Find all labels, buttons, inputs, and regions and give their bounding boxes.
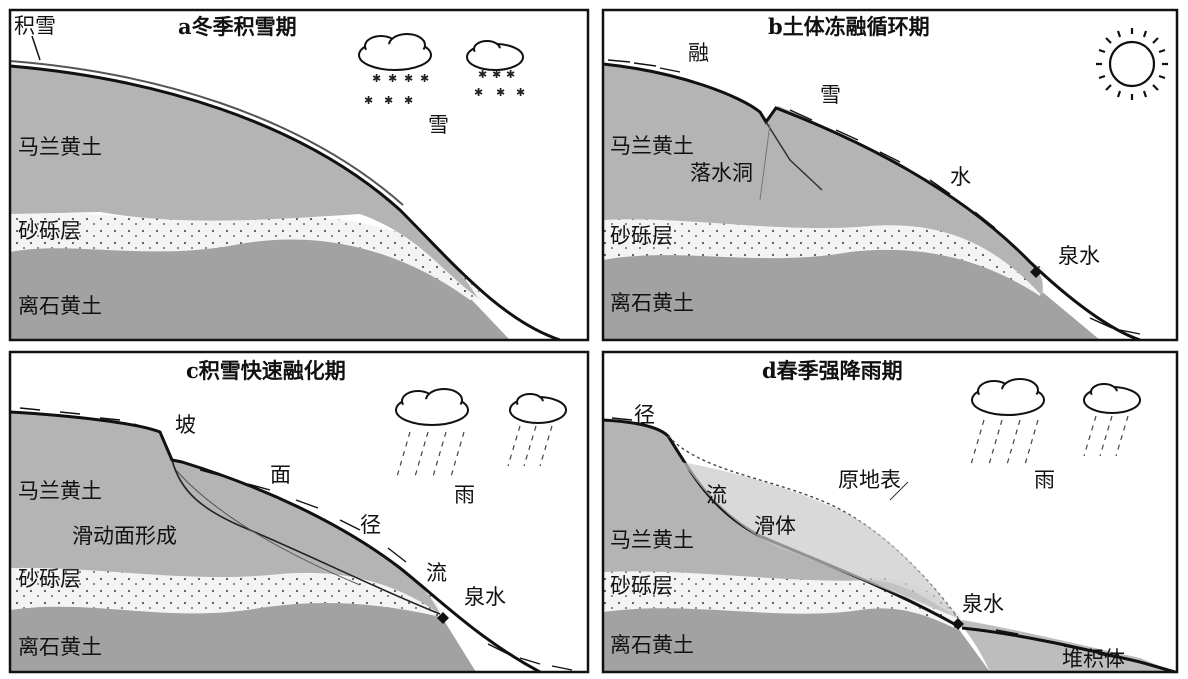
svg-text:✱: ✱	[474, 86, 483, 99]
svg-text:✱: ✱	[420, 72, 429, 85]
ground-surface	[9, 64, 561, 342]
panel-a-title: a冬季积雪期	[178, 14, 297, 39]
ground-surface	[602, 62, 1141, 342]
upper-loess-label: 马兰黄土	[18, 479, 102, 503]
lower-loess-area	[603, 247, 1100, 340]
gravel-label: 砂砾层	[610, 574, 673, 598]
spring-label: 泉水	[962, 592, 1004, 616]
sinkhole-crack	[765, 121, 823, 191]
svg-text:✱: ✱	[364, 94, 373, 107]
flow-label-1: 坡	[175, 413, 196, 437]
upper-loess-area	[603, 64, 1043, 296]
cloud-icon	[971, 378, 1045, 416]
lower-loess-area	[10, 235, 510, 340]
lower-loess-area	[10, 600, 476, 672]
deposit-label: 堆积体	[1062, 647, 1125, 671]
upper-loess-area	[10, 66, 478, 298]
lower-loess-label: 离石黄土	[610, 633, 694, 657]
flow-arrows	[611, 417, 1119, 659]
rain-lines	[969, 415, 1129, 469]
svg-text:✱: ✱	[478, 68, 487, 81]
svg-text:✱: ✱	[404, 72, 413, 85]
snow-label: 雪	[428, 113, 449, 137]
panel-c-title: c积雪快速融化期	[186, 358, 346, 383]
flow-label-2: 面	[270, 463, 291, 487]
panel-d: d春季强降雨期 径 流 原地表 滑体 马兰黄土 砂砾层 泉水 离石黄土 堆积体 …	[601, 350, 1179, 674]
spring-marker	[952, 618, 964, 630]
upper-loess-area	[603, 420, 958, 618]
spring-label: 泉水	[464, 585, 506, 609]
flow-label-2: 流	[706, 483, 727, 507]
flow-label-4: 流	[426, 561, 447, 585]
slip-surface	[171, 459, 441, 615]
upper-loess-label: 马兰黄土	[18, 135, 102, 159]
svg-text:✱: ✱	[492, 68, 501, 81]
rain-lines	[395, 425, 553, 481]
slide-body-area	[680, 462, 958, 618]
original-surface-label: 原地表	[838, 468, 901, 492]
melt-label-2: 雪	[820, 83, 841, 107]
cloud-icon	[358, 33, 432, 71]
cloud-icon	[395, 388, 469, 426]
slip-surface-label: 滑动面形成	[72, 524, 177, 548]
svg-text:✱: ✱	[516, 86, 525, 99]
svg-text:✱: ✱	[384, 94, 393, 107]
svg-text:✱: ✱	[506, 68, 515, 81]
panel-a: ✱✱✱✱ ✱✱✱ ✱✱✱ ✱✱✱ a冬季积雪期 积雪 马兰黄土 砂砾层 离石黄土…	[8, 8, 590, 342]
sun-icon	[1096, 28, 1168, 100]
sinkhole-label: 落水洞	[690, 161, 753, 185]
flow-label-1: 径	[634, 403, 655, 427]
slide-body-label: 滑体	[754, 514, 796, 538]
gravel-label: 砂砾层	[18, 219, 81, 243]
snowflakes: ✱✱✱✱ ✱✱✱ ✱✱✱ ✱✱✱	[364, 68, 525, 107]
original-surface	[667, 435, 959, 619]
flow-arrows	[607, 59, 1141, 335]
gravel-label: 砂砾层	[610, 224, 673, 248]
upper-loess-label: 马兰黄土	[610, 134, 694, 158]
melt-label-3: 水	[950, 165, 971, 189]
rain-label: 雨	[454, 483, 475, 507]
melt-label-1: 融	[688, 41, 709, 65]
panel-b: b土体冻融循环期 融 雪 水 马兰黄土 落水洞 砂砾层 泉水 离石黄土	[601, 8, 1179, 342]
lower-loess-area	[603, 606, 990, 672]
lower-loess-label: 离石黄土	[18, 635, 102, 659]
rain-label: 雨	[1034, 468, 1055, 492]
panel-d-title: d春季强降雨期	[762, 358, 903, 383]
snow-cover	[9, 60, 404, 206]
ground-surface	[9, 410, 541, 674]
panel-b-title: b土体冻融循环期	[768, 14, 930, 39]
panel-c: c积雪快速融化期 坡 面 径 流 马兰黄土 滑动面形成 砂砾层 泉水 离石黄土 …	[8, 350, 590, 674]
svg-text:✱: ✱	[496, 86, 505, 99]
snow-layer-label: 积雪	[14, 14, 56, 38]
svg-text:✱: ✱	[388, 72, 397, 85]
spring-label: 泉水	[1058, 244, 1100, 268]
gravel-label: 砂砾层	[18, 567, 81, 591]
lower-loess-label: 离石黄土	[18, 294, 102, 318]
spring-marker	[1030, 266, 1042, 278]
svg-text:✱: ✱	[404, 94, 413, 107]
flow-arrows	[19, 407, 573, 671]
upper-loess-label: 马兰黄土	[610, 528, 694, 552]
svg-text:✱: ✱	[372, 72, 381, 85]
flow-label-3: 径	[360, 513, 381, 537]
spring-marker	[437, 612, 449, 624]
lower-loess-label: 离石黄土	[610, 291, 694, 315]
